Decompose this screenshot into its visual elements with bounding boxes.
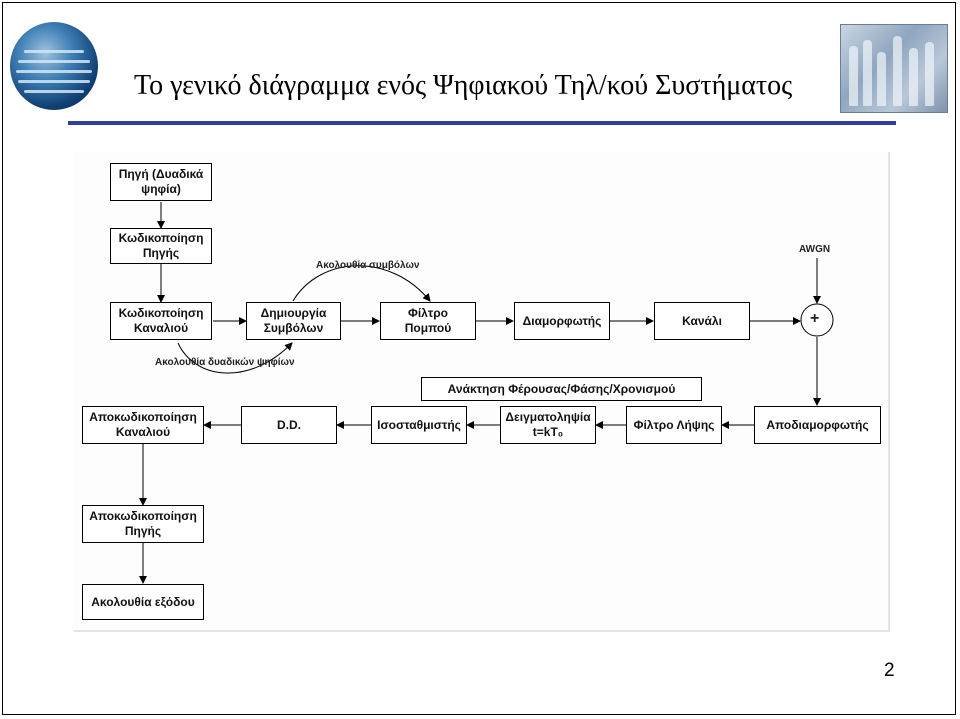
symbol-sequence-label: Ακολουθία συμβόλων bbox=[316, 260, 420, 271]
awgn-adder-circle bbox=[800, 303, 834, 337]
slide-title: Το γενικό διάγραμμα ενός Ψηφιακού Τηλ/κο… bbox=[134, 70, 793, 101]
block-output-sequence: Ακολουθία εξόδου bbox=[82, 584, 204, 620]
block-channel-decoding: Αποκωδικοποίηση Καναλιού bbox=[82, 406, 204, 444]
block-channel-coding: Κωδικοποίηση Καναλιού bbox=[110, 302, 212, 340]
block-equalizer: Ισοσταθμιστής bbox=[371, 406, 467, 444]
block-rx-filter: Φίλτρο Λήψης bbox=[626, 406, 722, 444]
globe-logo bbox=[10, 22, 98, 110]
block-carrier-recovery: Ανάκτηση Φέρουσας/Φάσης/Χρονισμού bbox=[421, 377, 702, 401]
binary-sequence-curve bbox=[177, 342, 293, 374]
title-underline bbox=[68, 121, 896, 125]
binary-sequence-label: Ακολουθία δυαδικών ψηφίων bbox=[155, 357, 295, 368]
block-source-decoding: Αποκωδικοποίηση Πηγής bbox=[82, 505, 204, 543]
block-symbol-generation: Δημιουργία Συμβόλων bbox=[246, 302, 341, 340]
block-channel: Κανάλι bbox=[654, 302, 750, 340]
block-modulator: Διαμορφωτής bbox=[514, 302, 610, 340]
adder-plus: + bbox=[810, 310, 820, 327]
block-source-coding: Κωδικοποίηση Πηγής bbox=[110, 228, 212, 264]
symbol-sequence-curve bbox=[292, 265, 431, 302]
block-sampler: Δειγματοληψία t=kT₀ bbox=[500, 406, 596, 444]
block-dd: D.D. bbox=[241, 406, 337, 444]
block-tx-filter: Φίλτρο Πομπού bbox=[380, 302, 476, 340]
ancient-relief-image bbox=[840, 24, 948, 113]
block-demodulator: Αποδιαμορφωτής bbox=[754, 406, 881, 444]
block-source: Πηγή (Δυαδικά ψηφία) bbox=[110, 163, 212, 201]
awgn-label: AWGN bbox=[799, 244, 831, 255]
page-number: 2 bbox=[884, 660, 895, 681]
